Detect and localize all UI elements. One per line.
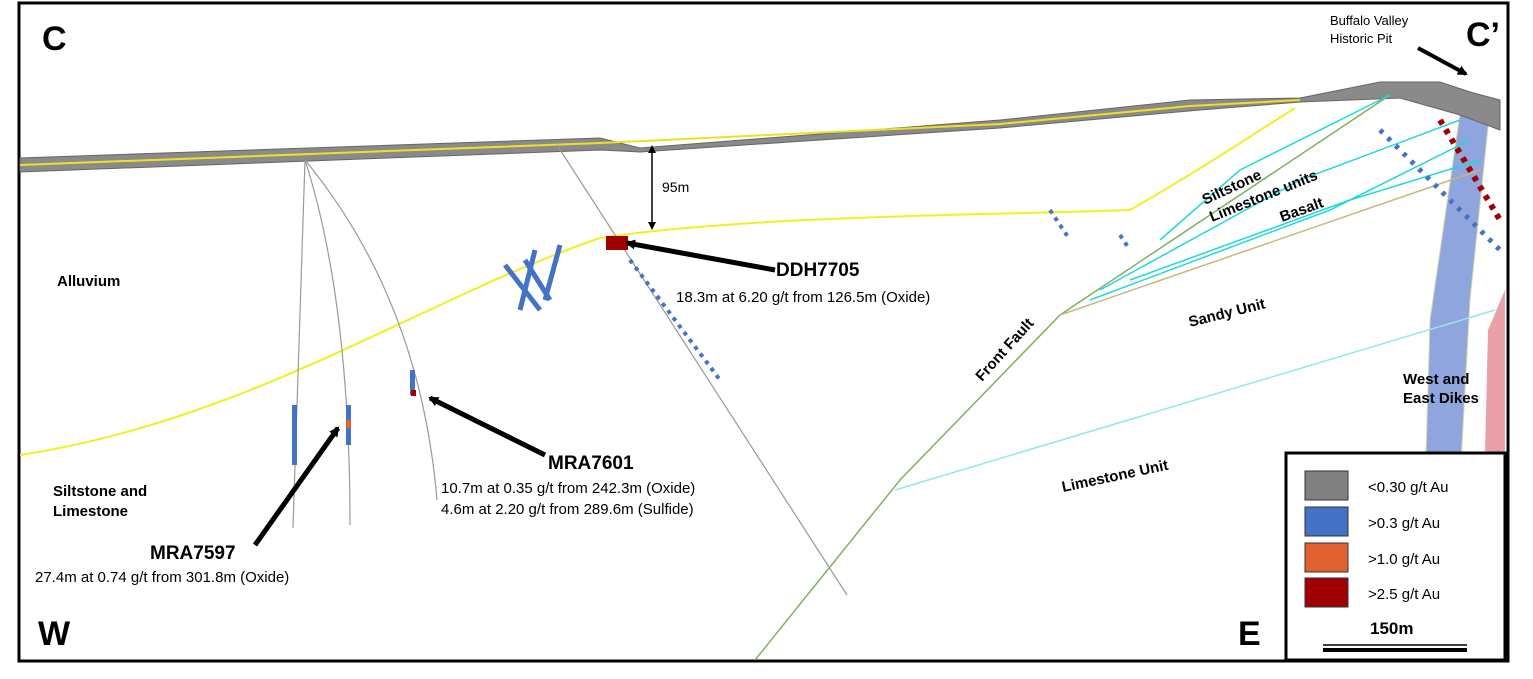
siltstone-limestone-contacts — [1089, 94, 1481, 301]
hole-mra7597: MRA7597 — [150, 543, 236, 564]
hole-mra7601-result-1: 10.7m at 0.35 g/t from 242.3m (Oxide) — [441, 480, 695, 497]
hole-mra7597-result: 27.4m at 0.74 g/t from 301.8m (Oxide) — [35, 569, 289, 586]
depth-label: 95m — [662, 179, 689, 195]
unit-dikes-1: West and — [1403, 371, 1469, 388]
pit-arrow — [1417, 46, 1468, 76]
surface-contact-line — [19, 99, 1301, 166]
legend-swatch — [1304, 470, 1349, 501]
assay-intervals — [292, 118, 1503, 465]
scale-label: 150m — [1370, 619, 1413, 638]
mra7601-arrow — [428, 395, 547, 458]
legend-label: >1.0 g/t Au — [1368, 551, 1440, 568]
frame — [17, 1, 1510, 663]
hole-ddh7705: DDH7705 — [776, 260, 860, 281]
legend-label: >2.5 g/t Au — [1368, 586, 1440, 603]
legend: <0.30 g/t Au >0.3 g/t Au >1.0 g/t Au >2.… — [1284, 451, 1507, 662]
corner-c: C — [42, 20, 67, 58]
legend-swatch — [1304, 542, 1349, 573]
legend-swatch — [1304, 506, 1349, 537]
mra7597-arrow — [252, 426, 341, 547]
pit-label-1: Buffalo Valley — [1330, 13, 1409, 28]
corner-e: E — [1238, 615, 1261, 653]
limestone-unit-contact — [894, 309, 1496, 491]
legend-label: >0.3 g/t Au — [1368, 515, 1440, 532]
basalt-contact — [1059, 169, 1481, 316]
hole-mra7601-result-2: 4.6m at 2.20 g/t from 289.6m (Sulfide) — [441, 501, 694, 518]
ground-surface — [19, 81, 1501, 173]
ddh7705-arrow — [625, 239, 776, 273]
corner-c-prime: C’ — [1466, 16, 1500, 54]
drill-traces — [292, 144, 848, 596]
corner-w: W — [38, 615, 71, 653]
unit-siltstone-1: Siltstone and — [53, 483, 147, 500]
alluvium-contact — [19, 107, 1296, 456]
legend-swatch — [1304, 577, 1349, 608]
unit-siltstone-2: Limestone — [53, 503, 128, 520]
legend-label: <0.30 g/t Au — [1368, 479, 1449, 496]
hole-mra7601: MRA7601 — [548, 453, 634, 474]
unit-alluvium: Alluvium — [57, 273, 120, 290]
front-fault-line — [754, 94, 1391, 661]
hole-ddh7705-result: 18.3m at 6.20 g/t from 126.5m (Oxide) — [676, 289, 930, 306]
pit-label-2: Historic Pit — [1330, 31, 1393, 46]
unit-dikes-2: East Dikes — [1403, 390, 1479, 407]
